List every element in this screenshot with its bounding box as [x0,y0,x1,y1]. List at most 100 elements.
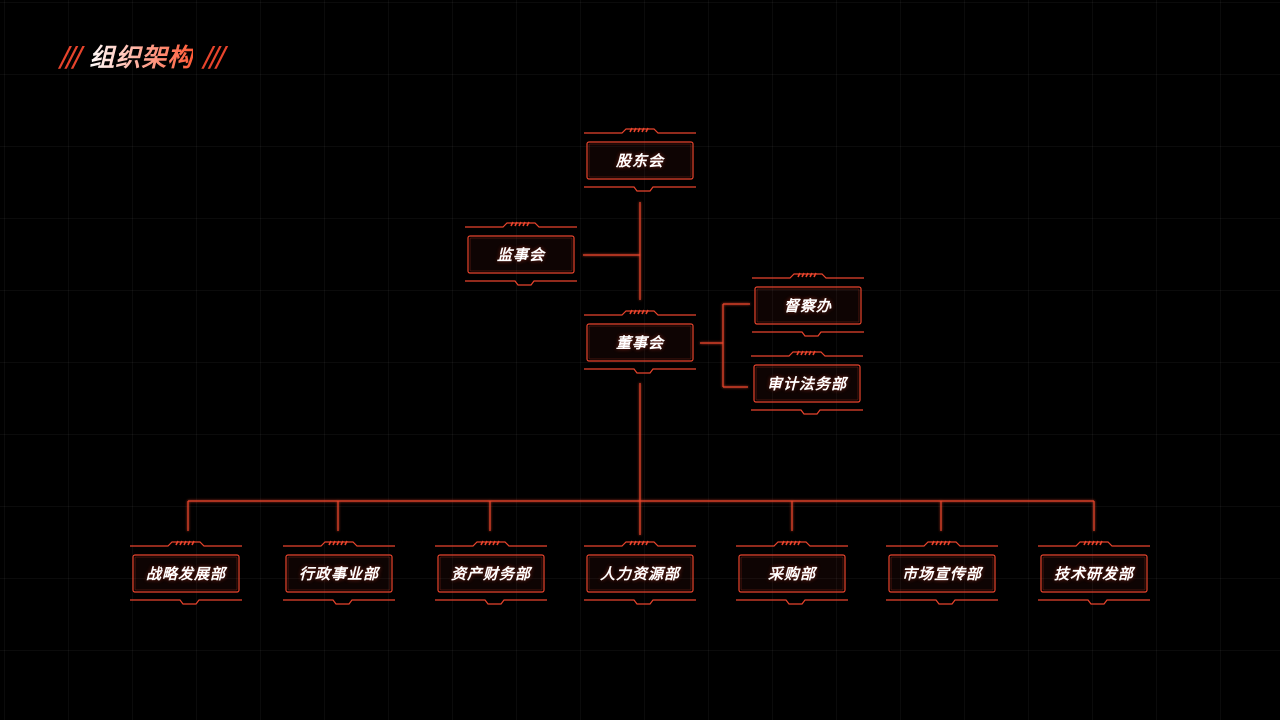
hatch-mark [633,540,637,546]
hatch-mark [797,272,801,278]
hatch-mark [1095,540,1099,546]
frame-inner-glow [588,556,692,591]
node-label: 资产财务部 [450,564,531,583]
node-label: 督察办 [783,296,832,315]
node-frame [1038,540,1150,605]
node-label: 行政事业部 [298,564,379,583]
hatch-mark [1083,540,1087,546]
node-frame [886,540,998,605]
frame-box [888,554,996,593]
node-supervisors: 监事会 [465,221,577,293]
frame-inner-glow [287,556,391,591]
hatch-mark [344,540,348,546]
hatch-mark [179,540,183,546]
hatch-mark [492,540,496,546]
frame-box [586,554,694,593]
frame-bottom-line [130,599,242,605]
hatch-mark [629,309,633,315]
node-label: 审计法务部 [766,374,847,393]
node-label: 董事会 [615,333,664,352]
frame-inner-glow [439,556,543,591]
hatch-mark [510,221,514,227]
hatch-mark [789,540,793,546]
node-frame [584,309,696,374]
hatch-mark [191,540,195,546]
frame-bottom-line [584,186,696,192]
hatch-mark [812,350,816,356]
node-department: 技术研发部 [1038,540,1150,612]
frame-box [586,141,694,180]
node-department: 采购部 [736,540,848,612]
frame-hatch [629,540,649,546]
node-label: 股东会 [615,151,664,170]
hatch-mark [804,350,808,356]
node-label: 战略发展部 [145,564,226,583]
hatch-mark [645,127,649,133]
node-inspection: 督察办 [752,272,864,344]
hatch-mark [484,540,488,546]
node-department: 行政事业部 [283,540,395,612]
frame-inner-glow [588,143,692,178]
node-frame [130,540,242,605]
frame-strokes [465,222,577,286]
hatch-mark [187,540,191,546]
node-frame [751,350,863,415]
page-title: 组织架构 [89,38,193,74]
frame-hatch [781,540,801,546]
hatch-mark [340,540,344,546]
hatch-mark [633,127,637,133]
frame-box [437,554,545,593]
frame-hatch [510,221,530,227]
frame-box [285,554,393,593]
frame-inner-glow [1042,556,1146,591]
frame-inner-glow [740,556,844,591]
hatch-mark [336,540,340,546]
hatch-mark [480,540,484,546]
hatch-mark [808,350,812,356]
title-left-slashes-decoration: /// [60,39,82,73]
hatch-mark [641,309,645,315]
hatch-mark [801,272,805,278]
hatch-mark [943,540,947,546]
frame-hatch [1083,540,1103,546]
node-frame [736,540,848,605]
hatch-mark [637,309,641,315]
hatch-mark [797,540,801,546]
hatch-mark [805,272,809,278]
frame-bottom-line [283,599,395,605]
hatch-mark [175,540,179,546]
hatch-mark [939,540,943,546]
frame-box [753,364,861,403]
hatch-mark [637,127,641,133]
frame-inner-glow [756,288,860,323]
frame-hatch [797,272,817,278]
node-frame [283,540,395,605]
node-frame [752,272,864,337]
frame-box [586,323,694,362]
hatch-mark [183,540,187,546]
hatch-mark [629,127,633,133]
title-right-slashes-decoration: /// [203,39,225,73]
frame-bottom-line [886,599,998,605]
node-label: 技术研发部 [1053,564,1134,583]
frame-bottom-line [465,280,577,286]
frame-hatch [629,127,649,133]
frame-bottom-line [752,331,864,337]
hatch-mark [526,221,530,227]
node-frame [584,127,696,192]
hatch-mark [1091,540,1095,546]
hatch-mark [793,540,797,546]
hatch-mark [641,540,645,546]
hatch-mark [645,309,649,315]
frame-inner-glow [890,556,994,591]
hatch-mark [488,540,492,546]
frame-box [467,235,575,274]
frame-bottom-line [584,368,696,374]
node-department: 资产财务部 [435,540,547,612]
frame-bottom-line [736,599,848,605]
node-frame [584,540,696,605]
node-audit-legal: 审计法务部 [751,350,863,422]
frame-inner-glow [134,556,238,591]
node-department: 战略发展部 [130,540,242,612]
